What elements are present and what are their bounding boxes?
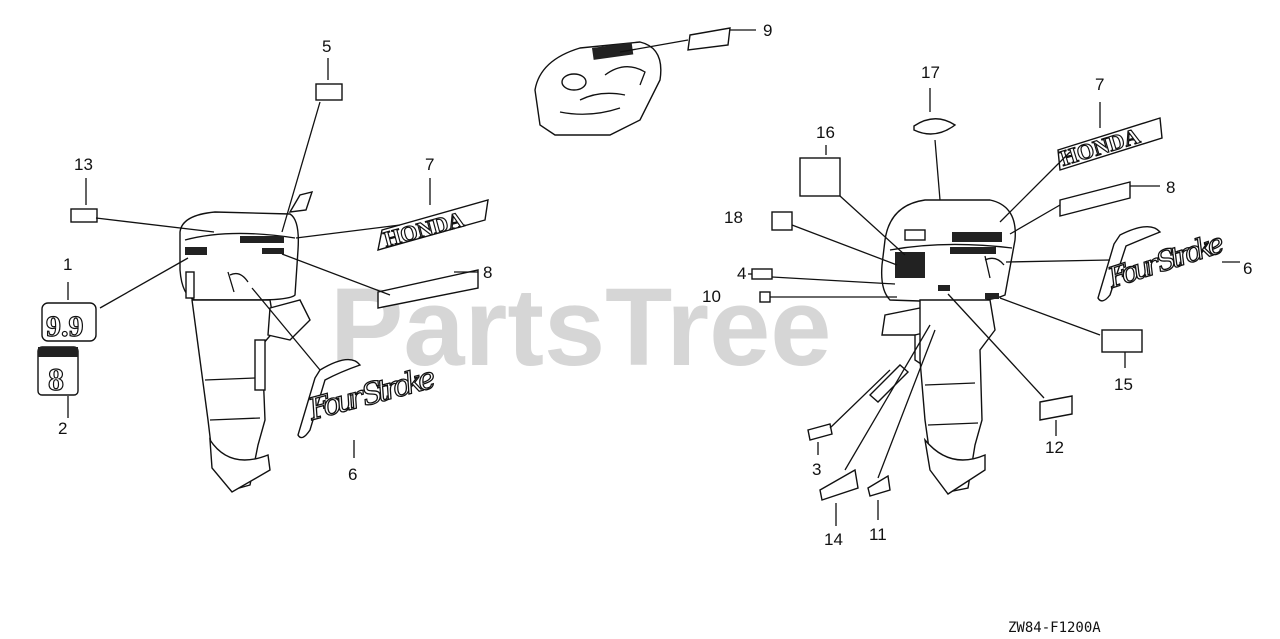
callout-numbers: 1 2 3 4 5 6 6 7 7 8 8 9 10 11 12 13 14 1… [58,21,1252,549]
decal-13 [70,208,98,223]
callout-7-right[interactable]: 7 [1095,75,1104,94]
decal-8-right [1059,181,1131,217]
decal-11 [867,474,891,497]
callout-18[interactable]: 18 [724,208,743,227]
callout-4[interactable]: 4 [737,264,746,283]
callout-11[interactable]: 11 [869,525,887,544]
callout-9[interactable]: 9 [763,21,772,40]
callout-5[interactable]: 5 [322,37,331,56]
callout-14[interactable]: 14 [824,530,843,549]
honda-decal-on-cowl-left [240,236,284,243]
decal-2-badge-8: 8 [37,346,79,398]
callout-6-left[interactable]: 6 [348,465,357,484]
decal-16 [799,157,841,197]
decal-14 [819,468,859,501]
right-leader-lines [748,88,1240,526]
figure-code: ZW84-F1200A [1008,620,1101,636]
decal-9 [687,27,731,51]
callout-7-left[interactable]: 7 [425,155,434,174]
honda-wordmark-left: HONDA [381,206,467,251]
callout-15[interactable]: 15 [1114,375,1133,394]
callout-3[interactable]: 3 [812,460,821,479]
decal-10 [759,291,771,303]
left-outboard-motor [179,191,314,493]
callout-8-left[interactable]: 8 [483,263,492,282]
left-leader-lines [67,58,478,458]
honda-wordmark-right: HONDA [1057,123,1143,171]
decal-17 [913,118,957,135]
callout-8-right[interactable]: 8 [1166,178,1175,197]
decal-6-four-stroke-right: Four Stroke [1097,226,1229,302]
callout-13[interactable]: 13 [74,155,93,174]
decal-1-badge-9-9: 9.9 [41,302,97,344]
callout-16[interactable]: 16 [816,123,835,142]
decal-5 [315,83,343,101]
decal-7-honda-right: HONDA [1057,117,1163,171]
decal-15 [1101,329,1143,353]
callout-6-right[interactable]: 6 [1243,259,1252,278]
decal-3 [807,423,833,441]
callout-12[interactable]: 12 [1045,438,1064,457]
decal-4 [751,268,773,280]
callout-1[interactable]: 1 [63,255,72,274]
decal-12 [1039,395,1073,421]
callout-10[interactable]: 10 [702,287,721,306]
right-outboard-motor [868,199,1016,495]
decal-8-left [377,269,479,309]
badge-8-text: 8 [48,361,64,397]
callout-2[interactable]: 2 [58,419,67,438]
decal-18 [771,211,793,231]
badge-9-9-text: 9.9 [46,310,84,343]
top-cover-view [534,41,662,136]
callout-17[interactable]: 17 [921,63,940,82]
